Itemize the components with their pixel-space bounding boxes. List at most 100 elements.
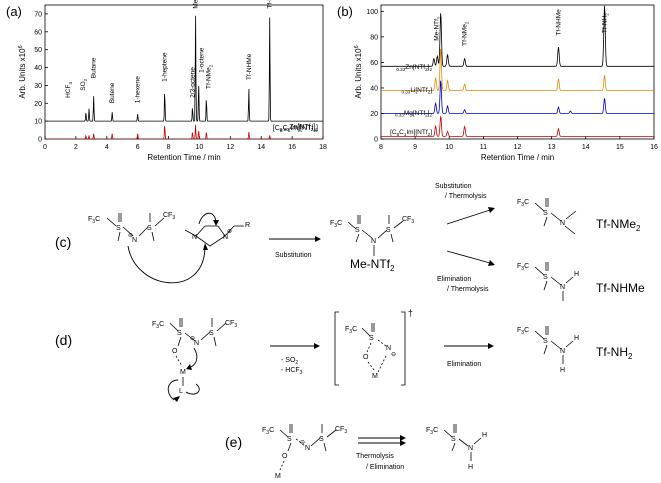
peak-annotation-b-1: Tf-NMe2	[462, 21, 470, 46]
elimination-label-e: / Elimination	[366, 464, 404, 471]
svg-text:S: S	[319, 436, 324, 443]
svg-text:⊕: ⊕	[227, 229, 232, 235]
peak-annotation-2: Butane	[91, 57, 98, 78]
x-tick-label: 16	[650, 144, 658, 151]
peak-annotation-5: 1-heptene	[162, 52, 169, 82]
svg-text:N: N	[223, 234, 228, 241]
product-tf-nhme: Tf-NHMe	[596, 281, 645, 295]
svg-text:S: S	[543, 274, 548, 281]
svg-text:F3C: F3C	[262, 427, 274, 436]
peak-annotation-10: Tf-NHMe	[246, 53, 253, 80]
svg-text:H: H	[574, 271, 579, 278]
svg-text:S: S	[543, 338, 548, 345]
svg-text:N: N	[386, 345, 391, 352]
y-tick-label: 100	[366, 9, 378, 16]
panel-label-c: (c)	[55, 234, 71, 250]
svg-text:M: M	[180, 369, 186, 376]
peak-annotation-6: 2/3-octene	[189, 67, 196, 98]
svg-text:S: S	[543, 210, 548, 217]
y-tick-label: 0	[374, 137, 378, 144]
y-tick-label: 40	[370, 85, 378, 92]
x-tick-label: 0	[43, 144, 47, 151]
svg-text:O: O	[282, 453, 288, 460]
transition-state-structure: F3C S N ⊖ O M	[345, 323, 396, 380]
x-axis-label: Retention Time / min	[147, 153, 220, 162]
peak-annotation-b-0: Me-NTf2	[434, 16, 442, 41]
scheme-e: (e) F3C S O M N ⊖ S CF3 Thermolysis / El…	[225, 424, 487, 480]
svg-text:N: N	[305, 445, 310, 452]
plot-frame	[380, 4, 655, 140]
upper-label-1: Substitution	[435, 183, 472, 190]
x-tick-label: 6	[136, 144, 140, 151]
series-label-0: 0.33Zn[NTf2]2	[280, 124, 319, 133]
svg-text:S: S	[369, 335, 374, 342]
svg-text:F3C: F3C	[330, 220, 342, 229]
me-ntf2-label: Me-NTf2	[350, 257, 395, 273]
peak-annotation-b-3: Tf-NH2	[602, 13, 610, 33]
peak-annotation-4: 1-hexene	[135, 76, 142, 103]
series-line-3	[381, 116, 654, 137]
x-tick-label: 12	[514, 144, 522, 151]
svg-text:R: R	[245, 222, 250, 229]
thermolysis-label-e: Thermolysis	[356, 453, 394, 460]
series-line-0	[381, 5, 654, 67]
curved-arrow-attack	[127, 245, 206, 284]
svg-text:O: O	[172, 348, 178, 355]
y-tick-label: 20	[370, 111, 378, 118]
svg-text:CF3: CF3	[163, 212, 175, 221]
svg-text:N: N	[560, 284, 565, 291]
x-tick-label: 11	[480, 144, 487, 151]
y-tick-label: 20	[34, 101, 42, 108]
y-tick-label: 40	[34, 65, 42, 72]
svg-text:F3C: F3C	[426, 427, 438, 436]
svg-text:S: S	[287, 436, 292, 443]
svg-text:⊖: ⊖	[190, 336, 195, 342]
me-ntf2-structure: F3C S N S CF3	[330, 215, 414, 256]
scheme-d: (d) F3C S O N ⊖ S CF3 M L	[55, 308, 633, 402]
x-tick-label: 8	[167, 144, 171, 151]
peak-annotation-8: 1-octene	[199, 47, 206, 73]
panel-label-e: (e)	[225, 434, 242, 450]
x-tick-label: 16	[288, 144, 296, 151]
product-tf-nh2: Tf-NH2	[596, 345, 633, 361]
svg-text:M: M	[275, 473, 281, 480]
x-tick-label: 15	[616, 144, 624, 151]
panel-label-a: (a)	[6, 4, 22, 19]
svg-text:O: O	[363, 354, 369, 361]
tf-nhme-structure: F3C S N H	[517, 262, 579, 301]
x-tick-label: 14	[257, 144, 265, 151]
panel-label-d: (d)	[55, 332, 72, 348]
x-axis-label: Retention Time / min	[481, 153, 554, 162]
svg-text:N: N	[194, 340, 199, 347]
svg-text:⊖: ⊖	[391, 352, 396, 358]
product-tf-nme2: Tf-NMe2	[596, 217, 641, 233]
ntf2-metal-structure-e: F3C S O M N ⊖ S CF3	[262, 424, 347, 480]
series-label-1: 0.33Li[NTf2]	[401, 87, 432, 95]
svg-text:N: N	[560, 348, 565, 355]
y-tick-label: 60	[370, 60, 378, 67]
svg-text:F3C: F3C	[345, 326, 357, 335]
svg-text:N: N	[468, 445, 473, 452]
series-line-0	[45, 15, 323, 122]
tf-nh2-structure: F3C S N H H	[517, 326, 579, 374]
x-tick-label: 12	[226, 144, 234, 151]
svg-text:L: L	[179, 388, 183, 395]
y-axis-label: Arb. Units x106	[354, 45, 363, 98]
x-tick-label: 10	[196, 144, 204, 151]
scheme-c: (c) F3C S N ⊖ S CF3 N N ⊕	[55, 183, 645, 301]
x-tick-label: 14	[582, 144, 590, 151]
y-tick-label: 60	[34, 29, 42, 36]
series-label-3: [C8C1Im][NTf2]	[390, 129, 432, 137]
svg-text:H: H	[560, 367, 565, 374]
svg-text:CF3: CF3	[335, 426, 347, 435]
svg-text:M: M	[372, 373, 378, 380]
svg-text:F3C: F3C	[517, 199, 529, 208]
x-tick-label: 2	[74, 144, 78, 151]
svg-text:H: H	[468, 464, 473, 471]
y-tick-label: 70	[34, 11, 42, 18]
y-tick-label: 0	[38, 137, 42, 144]
elimination-label-d: Elimination	[447, 361, 481, 368]
svg-text:S: S	[116, 225, 121, 232]
